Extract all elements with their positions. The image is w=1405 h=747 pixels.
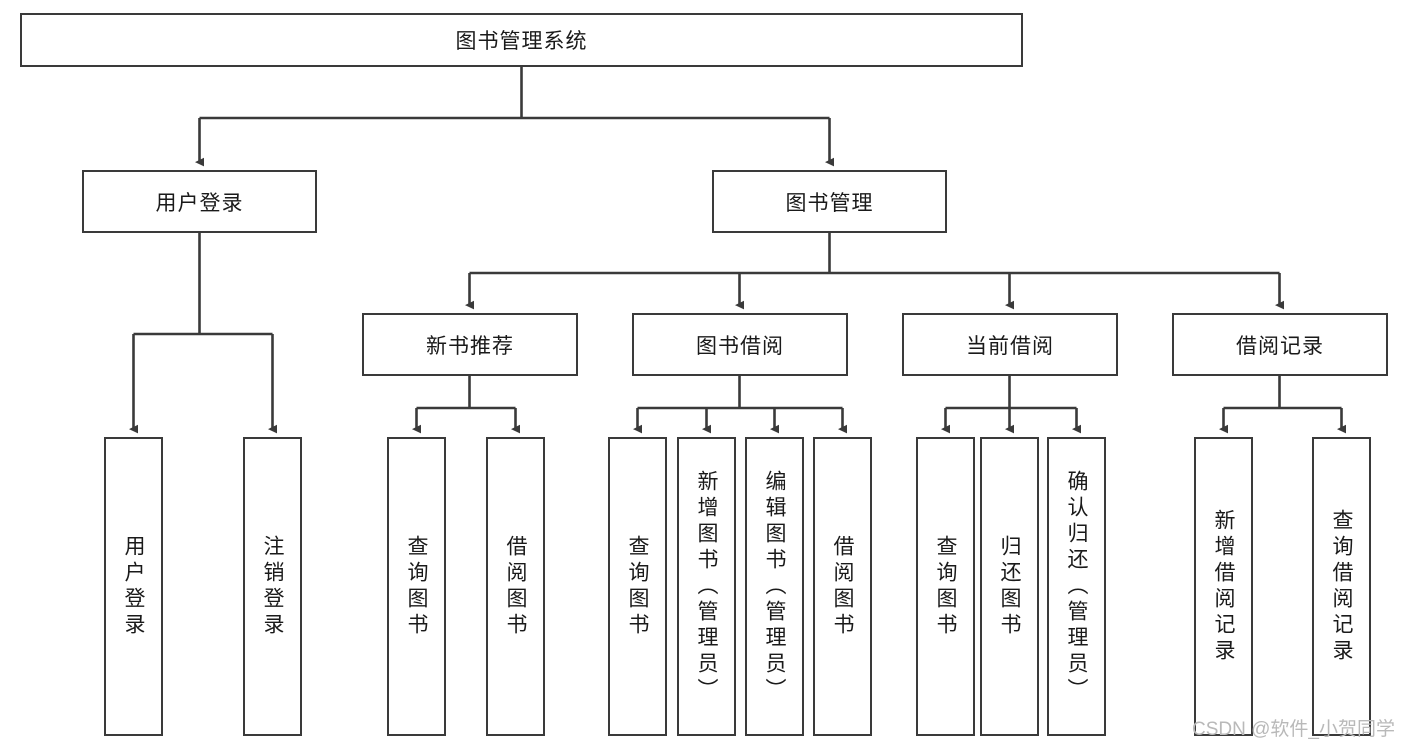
node-leaf-query-record[interactable]: 查询借阅记录 <box>1312 437 1371 736</box>
node-leaf-return-book[interactable]: 归还图书 <box>980 437 1039 736</box>
node-new-book-recommend[interactable]: 新书推荐 <box>362 313 578 376</box>
node-label: 查询图书 <box>934 534 957 639</box>
node-label: 新增图书（管理员） <box>695 469 718 704</box>
node-leaf-query-book-2[interactable]: 查询图书 <box>608 437 667 736</box>
node-book-borrow[interactable]: 图书借阅 <box>632 313 848 376</box>
node-label: 借阅记录 <box>1236 334 1324 358</box>
node-label: 新书推荐 <box>426 334 514 358</box>
node-label: 归还图书 <box>998 534 1021 639</box>
node-borrow-record[interactable]: 借阅记录 <box>1172 313 1388 376</box>
node-user-login[interactable]: 用户登录 <box>82 170 317 233</box>
csdn-watermark: CSDN @软件_小贺同学 <box>1192 719 1395 740</box>
node-label: 借阅图书 <box>831 534 854 639</box>
node-book-manage[interactable]: 图书管理 <box>712 170 947 233</box>
node-leaf-borrow-book-1[interactable]: 借阅图书 <box>486 437 545 736</box>
node-label: 确认归还（管理员） <box>1065 469 1088 704</box>
node-current-borrow[interactable]: 当前借阅 <box>902 313 1118 376</box>
node-label: 新增借阅记录 <box>1212 508 1235 665</box>
node-leaf-borrow-book-2[interactable]: 借阅图书 <box>813 437 872 736</box>
node-label: 借阅图书 <box>504 534 527 639</box>
node-label: 当前借阅 <box>966 334 1054 358</box>
node-leaf-user-login[interactable]: 用户登录 <box>104 437 163 736</box>
node-leaf-logout[interactable]: 注销登录 <box>243 437 302 736</box>
node-label: 用户登录 <box>122 534 145 639</box>
node-leaf-confirm-return[interactable]: 确认归还（管理员） <box>1047 437 1106 736</box>
node-leaf-query-book-3[interactable]: 查询图书 <box>916 437 975 736</box>
node-label: 注销登录 <box>261 534 284 639</box>
node-label: 查询图书 <box>626 534 649 639</box>
node-leaf-edit-book[interactable]: 编辑图书（管理员） <box>745 437 804 736</box>
node-label: 用户登录 <box>155 191 244 215</box>
node-leaf-query-book-1[interactable]: 查询图书 <box>387 437 446 736</box>
node-label: 图书管理系统 <box>455 30 588 53</box>
node-label: 查询借阅记录 <box>1330 508 1353 665</box>
node-leaf-add-book[interactable]: 新增图书（管理员） <box>677 437 736 736</box>
node-root-system[interactable]: 图书管理系统 <box>20 13 1023 67</box>
node-leaf-add-record[interactable]: 新增借阅记录 <box>1194 437 1253 736</box>
node-label: 图书借阅 <box>696 334 784 358</box>
node-label: 编辑图书（管理员） <box>763 469 786 704</box>
node-label: 图书管理 <box>785 191 874 215</box>
node-label: 查询图书 <box>405 534 428 639</box>
